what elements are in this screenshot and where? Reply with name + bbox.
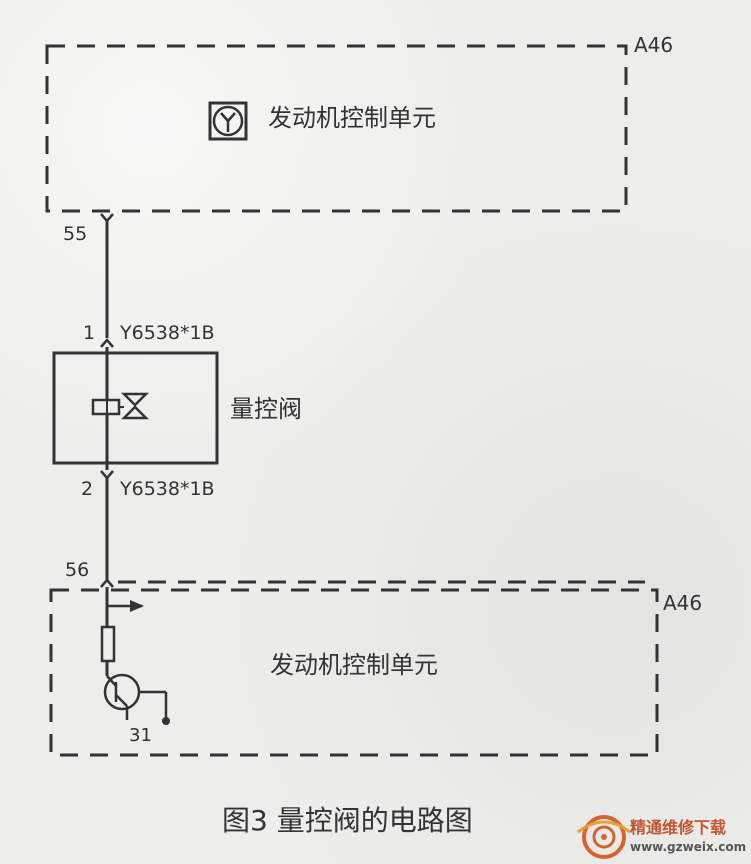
quantity-control-valve xyxy=(52,347,219,470)
ground-pin-number: 31 xyxy=(129,725,152,746)
watermark-url: www.gzweix.com xyxy=(630,840,746,854)
ecu-driver-circuit: 31 xyxy=(100,587,170,746)
valve-label: 量控阀 xyxy=(230,395,302,423)
valve-bottom-connector xyxy=(100,470,114,480)
bottom-ecu-pin-group: 56 xyxy=(65,559,114,588)
valve-pin-1-number: 1 xyxy=(83,322,95,344)
bottom-ecu-box xyxy=(49,588,659,757)
watermark-logo-icon xyxy=(577,815,631,859)
valve-top-connector xyxy=(100,338,114,348)
top-ecu-label: 发动机控制单元 xyxy=(268,104,436,132)
valve-bottom-pin-group: 2 Y6538*1B xyxy=(81,470,215,500)
resistor-icon xyxy=(100,625,116,663)
watermark: 精通维修下载 www.gzweix.com xyxy=(577,815,746,859)
arrow-right-icon xyxy=(130,600,144,612)
bottom-ecu-connector xyxy=(100,578,114,588)
figure-caption: 图3 量控阀的电路图 xyxy=(222,804,473,837)
valve-icon xyxy=(119,392,150,420)
bottom-ecu-id: A46 xyxy=(663,591,702,615)
bottom-ecu-module: A46 发动机控制单元 xyxy=(49,580,702,757)
valve-pin-2-number: 2 xyxy=(81,478,93,500)
watermark-name: 精通维修下载 xyxy=(630,818,726,837)
top-ecu-box xyxy=(45,44,628,213)
bottom-ecu-pin-number: 56 xyxy=(65,559,89,581)
ecu-icon xyxy=(208,101,248,141)
transistor-icon xyxy=(103,673,170,725)
valve-top-wire-code: Y6538*1B xyxy=(119,322,215,344)
top-pin-connector xyxy=(100,213,114,223)
top-ecu-id: A46 xyxy=(634,33,673,57)
valve-box xyxy=(52,351,219,465)
solenoid-icon xyxy=(91,398,121,416)
top-ecu-module: A46 发动机控制单元 xyxy=(45,33,673,213)
bottom-ecu-label: 发动机控制单元 xyxy=(270,651,438,679)
valve-top-pin-group: 1 Y6538*1B xyxy=(83,322,215,348)
valve-bottom-wire-code: Y6538*1B xyxy=(119,478,215,500)
top-ecu-pin-number: 55 xyxy=(63,223,87,245)
